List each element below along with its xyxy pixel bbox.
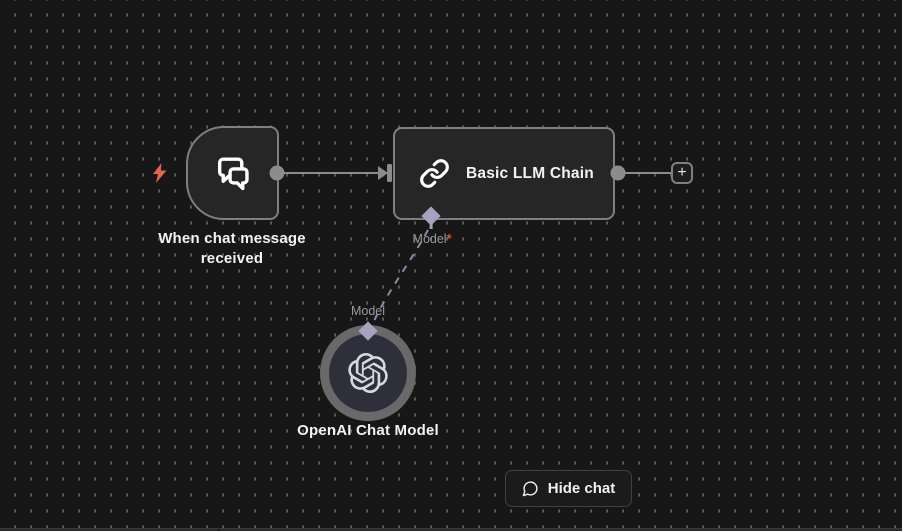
chat-bubbles-icon (217, 157, 249, 191)
hide-chat-label: Hide chat (547, 480, 616, 497)
plus-icon: + (677, 164, 687, 181)
chat-bubble-icon (522, 481, 538, 497)
chat-trigger-label: When chat message received (158, 230, 306, 267)
bottom-panel-divider (218, 529, 220, 531)
node-basic-llm-chain[interactable]: Basic LLM Chain (393, 127, 615, 220)
llm-input-port[interactable] (387, 164, 392, 182)
trigger-bolt-icon (153, 163, 167, 183)
openai-icon (348, 353, 388, 393)
openai-node-body (329, 334, 407, 412)
openai-model-port-label: Model (350, 304, 386, 318)
connection-arrowhead (378, 166, 388, 180)
add-node-button[interactable]: + (671, 162, 693, 184)
bottom-panel-edge (0, 528, 902, 531)
llm-chain-title: Basic LLM Chain (466, 164, 594, 182)
node-openai-chat-model[interactable] (320, 325, 416, 421)
node-chat-trigger[interactable] (186, 126, 279, 220)
required-marker: * (446, 232, 452, 246)
llm-model-diamond-stem (429, 220, 433, 229)
openai-node-label: OpenAI Chat Model (297, 422, 439, 439)
llm-model-port-label: Model* (412, 232, 452, 246)
hide-chat-button[interactable]: Hide chat (505, 470, 632, 507)
link-icon (420, 159, 449, 188)
